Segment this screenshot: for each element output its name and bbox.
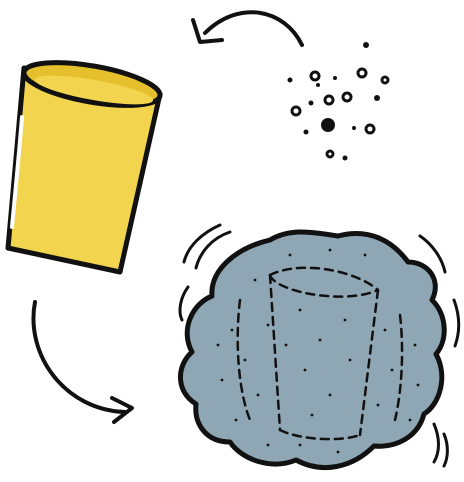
yellow-cup [8,54,163,272]
arrow-cup-to-blob [33,302,132,422]
wobbling-blob [180,225,459,468]
particles-icon [292,69,388,157]
cup-icon [8,54,163,272]
particles [288,42,389,161]
arrow-particles-to-cup [193,12,302,45]
blob-icon [180,232,444,468]
